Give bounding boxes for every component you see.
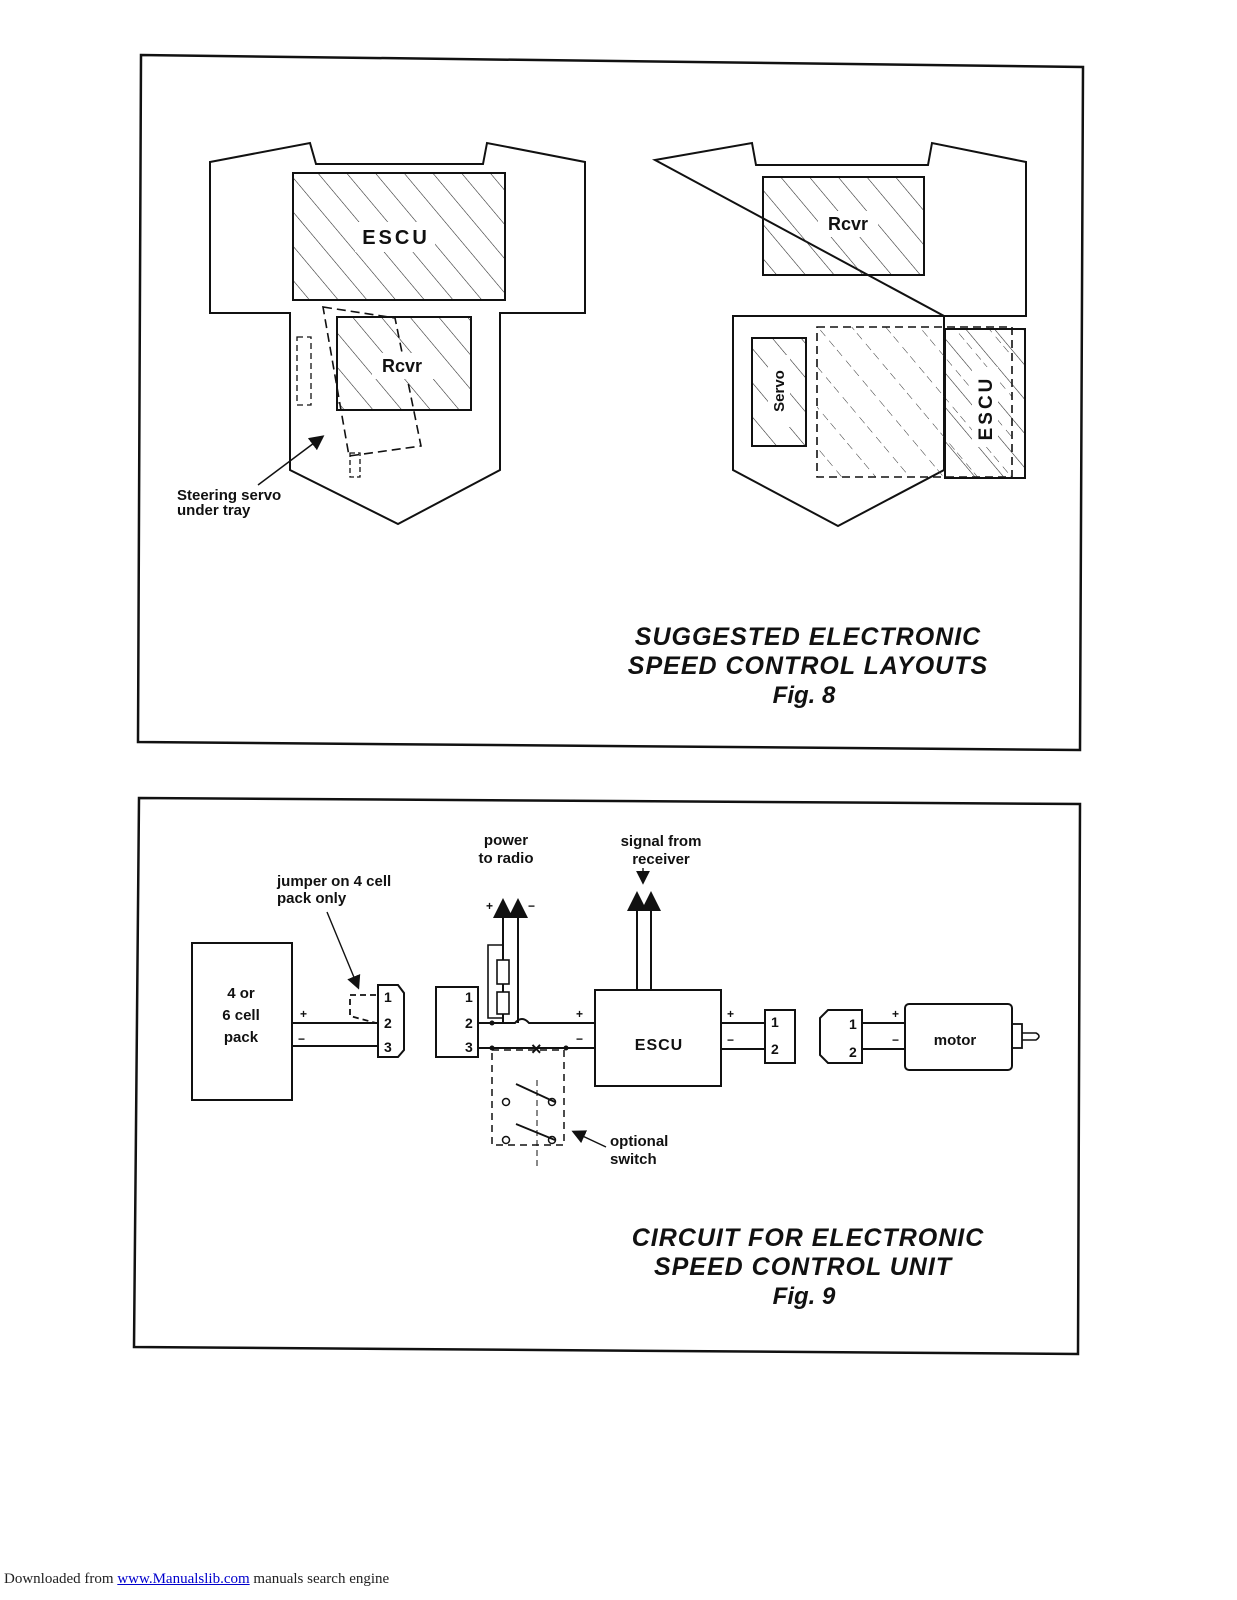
pack-label-line3: pack	[224, 1029, 259, 1046]
footer-suffix: manuals search engine	[249, 1571, 390, 1587]
escu-box	[594, 989, 722, 1087]
servo-note-line1: Steering servo	[177, 487, 281, 504]
motor-pin-1: 1	[849, 1016, 857, 1032]
escu-out-plus: +	[727, 1007, 734, 1021]
switch-note-line1: optional	[610, 1133, 668, 1150]
signal-note-line1: signal from	[621, 833, 702, 850]
switch-arrow	[571, 1130, 607, 1148]
jumper-arrow	[326, 911, 361, 990]
motor-plus: +	[892, 1007, 899, 1021]
power-note-line1: power	[484, 832, 528, 849]
chassis-outline-left	[209, 141, 586, 526]
input-pin-2: 2	[465, 1015, 473, 1031]
figure-9-frame	[132, 796, 1082, 1356]
escu-label-left: ESCU	[362, 227, 430, 249]
switch-note-line2: switch	[610, 1151, 657, 1168]
fig8-caption-fig: Fig. 8	[773, 682, 836, 709]
pack-label-line1: 4 or	[227, 985, 255, 1002]
pack-pin-1: 1	[384, 989, 392, 1005]
cut-mark: ×	[531, 1039, 542, 1059]
figure-8-frame	[136, 53, 1085, 752]
jumper-note-line1: jumper on 4 cell	[276, 873, 391, 890]
fig9-caption-line2: SPEED CONTROL UNIT	[654, 1253, 954, 1281]
motor-minus: −	[892, 1033, 899, 1047]
rcvr-label-right: Rcvr	[828, 214, 868, 234]
radio-plus: +	[486, 899, 493, 913]
servo-note-line2: under tray	[177, 502, 251, 519]
pack-pin-3: 3	[384, 1039, 392, 1055]
diode-2	[496, 991, 510, 1015]
servo-label-right: Servo	[771, 370, 788, 412]
rcvr-label-left: Rcvr	[382, 356, 422, 376]
jumper-note-line2: pack only	[277, 890, 347, 907]
pack-plus-sign: +	[300, 1007, 307, 1021]
power-note-line2: to radio	[479, 850, 534, 867]
motor-connector	[819, 1009, 863, 1064]
pack-connector	[377, 984, 405, 1058]
manualslib-link[interactable]: www.Manualslib.com	[117, 1571, 250, 1587]
input-pin-3: 3	[465, 1039, 473, 1055]
fig9-caption-line1: CIRCUIT FOR ELECTRONIC	[632, 1224, 985, 1252]
escu-out-minus: −	[727, 1033, 734, 1047]
radio-minus: −	[528, 899, 535, 913]
pack-minus-sign: −	[298, 1032, 305, 1046]
battery-pack-box	[191, 942, 293, 1101]
pack-pin-2: 2	[384, 1015, 392, 1031]
signal-note-line2: receiver	[632, 851, 690, 868]
motor-shaft	[1022, 1032, 1040, 1041]
fig9-caption-fig: Fig. 9	[773, 1283, 836, 1310]
optional-switch	[491, 1049, 565, 1170]
servo-note-arrow	[257, 435, 325, 486]
fig8-caption-line2: SPEED CONTROL LAYOUTS	[628, 652, 988, 680]
output-pin-1: 1	[771, 1014, 779, 1030]
figure-9: 4 or 6 cell pack + − 1 2 3 jumper on 4 c…	[132, 796, 1082, 1356]
download-footer: Downloaded from www.Manualslib.com manua…	[4, 1571, 389, 1588]
figure-8: ESCU Rcvr Steering servo under tray Rcvr…	[136, 53, 1085, 752]
diode-1	[496, 959, 510, 985]
output-pin-2: 2	[771, 1041, 779, 1057]
footer-prefix: Downloaded from	[4, 1571, 118, 1587]
jumper-dashed	[349, 994, 377, 1024]
escu-box-label: ESCU	[635, 1037, 683, 1054]
escu-in-plus: +	[576, 1007, 583, 1021]
motor-pin-2: 2	[849, 1044, 857, 1060]
chassis-layout-left: ESCU Rcvr Steering servo under tray	[177, 141, 586, 526]
input-pin-1: 1	[465, 989, 473, 1005]
pack-label-line2: 6 cell	[222, 1007, 260, 1024]
escu-in-minus: −	[576, 1032, 583, 1046]
escu-label-right: ESCU	[976, 376, 997, 441]
motor-label: motor	[934, 1032, 977, 1049]
chassis-layout-right: Rcvr Servo ESCU	[651, 141, 1027, 528]
escu-output-connector	[764, 1009, 796, 1064]
fig8-caption-line1: SUGGESTED ELECTRONIC	[635, 623, 981, 651]
